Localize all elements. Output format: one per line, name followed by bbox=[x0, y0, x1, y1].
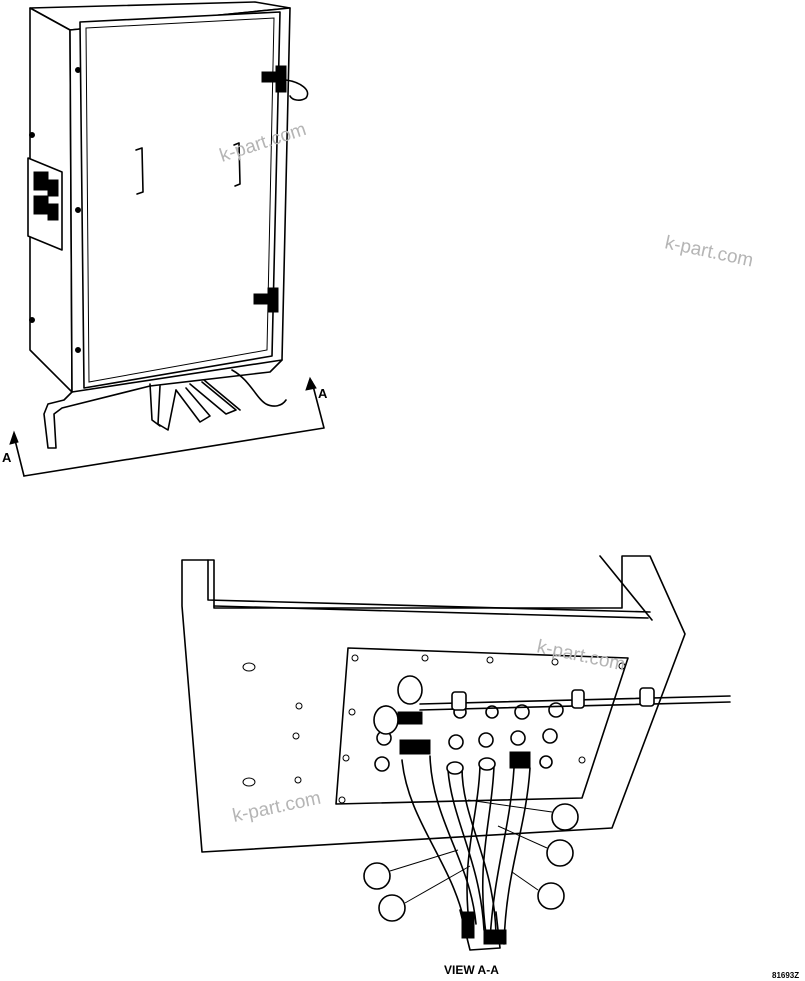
section-line-a-a bbox=[9, 376, 325, 477]
mounting-holes bbox=[242, 654, 626, 804]
callout-bubbles bbox=[363, 799, 579, 922]
section-marker-left: A bbox=[2, 450, 12, 465]
callout-3 bbox=[537, 882, 565, 910]
view-label: VIEW A-A bbox=[444, 963, 499, 977]
cabinet-stand bbox=[43, 359, 287, 449]
cable-clamps bbox=[451, 687, 655, 711]
cabinet-illustration: A A bbox=[2, 1, 328, 477]
callout-2 bbox=[546, 839, 574, 867]
figure-code: 81693Z bbox=[772, 971, 799, 980]
latch-lower bbox=[253, 287, 279, 313]
side-connector-panel bbox=[27, 67, 81, 353]
hose-assembly bbox=[373, 675, 531, 951]
view-a-a-illustration: VIEW A-A bbox=[181, 555, 731, 977]
watermark-2: k-part.com bbox=[663, 232, 755, 271]
section-marker-right: A bbox=[318, 386, 328, 401]
callout-4 bbox=[363, 862, 391, 890]
callout-1 bbox=[551, 803, 579, 831]
latch-upper bbox=[261, 65, 309, 101]
callout-5 bbox=[378, 894, 406, 922]
